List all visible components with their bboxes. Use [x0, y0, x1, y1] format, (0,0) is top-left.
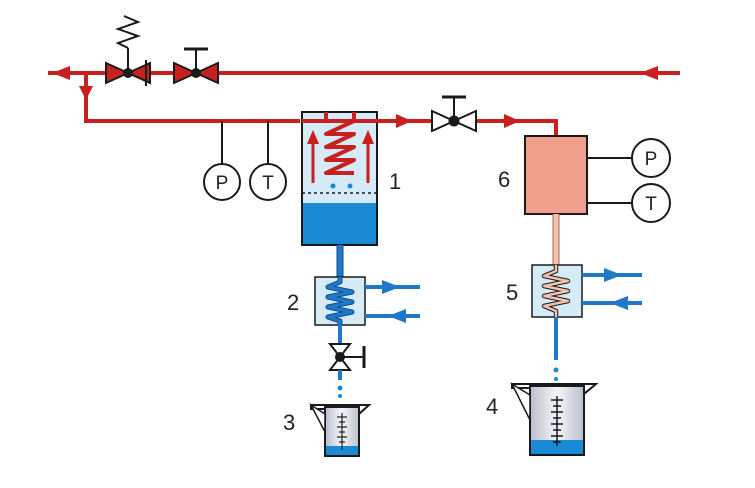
chamber-6: 6 [498, 135, 588, 215]
steam-branch-line [79, 73, 300, 123]
vessel-1: 1 [301, 111, 401, 246]
component-number-1: 1 [389, 169, 401, 194]
measuring-beaker-icon: 3 [283, 402, 372, 457]
component-number-5: 5 [506, 280, 518, 305]
cooling-water-lines-2 [365, 280, 420, 323]
heat-exchanger-icon: 2 [287, 276, 366, 326]
pressure-gauge-icon: P [203, 163, 241, 201]
drip-line-2 [337, 370, 343, 398]
temperature-gauge-icon: T [249, 163, 287, 201]
shutoff-valve-icon [173, 47, 219, 85]
outlet-line-5 [553, 317, 559, 381]
safety-valve-icon [105, 15, 151, 86]
heat-exchanger-icon: 5 [506, 264, 583, 318]
component-number-3: 3 [283, 410, 295, 435]
cooling-water-lines-5 [582, 268, 642, 310]
temperature-gauge-label: T [262, 173, 274, 194]
condensate-line [552, 214, 560, 265]
pressure-gauge-label: P [216, 173, 229, 194]
control-valve-icon [431, 95, 477, 133]
liquid-outlet-line-1 [336, 245, 344, 277]
measuring-beaker-icon: 4 [486, 381, 599, 456]
temperature-gauge-label-right: T [645, 194, 657, 215]
pressure-gauge-icon: P [631, 138, 671, 178]
component-number-2: 2 [287, 290, 299, 315]
steam-header-line [48, 66, 680, 80]
component-number-6: 6 [498, 167, 510, 192]
component-number-4: 4 [486, 394, 498, 419]
gauge-taps-left [221, 121, 269, 165]
pressure-gauge-label-right: P [645, 149, 658, 170]
temperature-gauge-icon: T [631, 183, 671, 223]
gauge-taps-right [587, 157, 632, 204]
drain-valve-icon [327, 343, 366, 371]
